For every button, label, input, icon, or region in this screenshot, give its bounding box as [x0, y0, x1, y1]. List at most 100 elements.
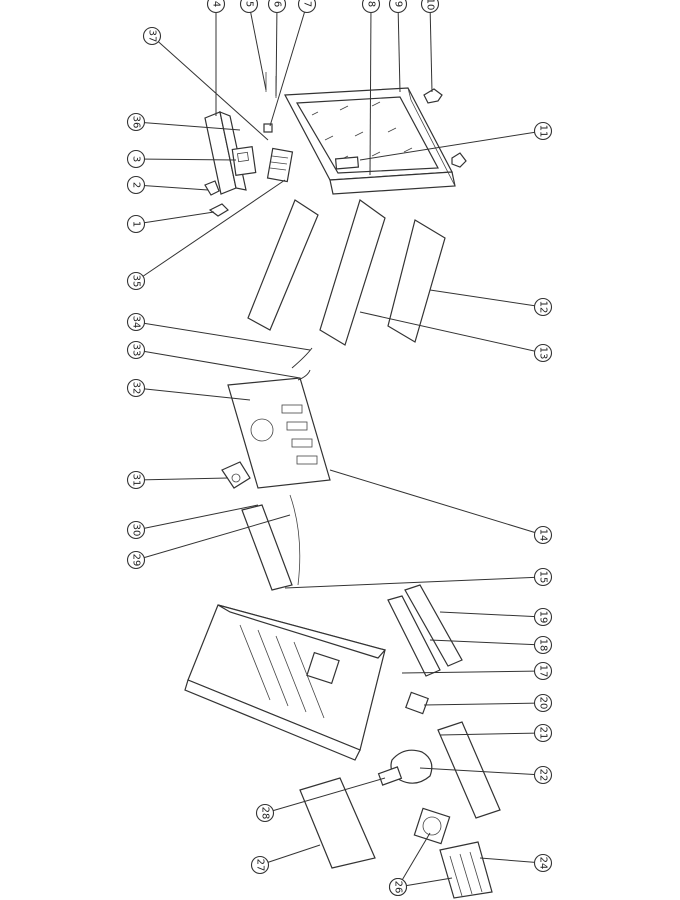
callout-circle-24 [533, 853, 553, 873]
callout-8: 8 [361, 0, 381, 14]
callout-13: 13 [533, 343, 553, 363]
door-hinge-top [423, 88, 443, 104]
leader-line-8 [369, 3, 372, 176]
wire-shelf-1 [247, 199, 319, 331]
callout-3: 3 [126, 149, 146, 169]
callout-5: 5 [239, 0, 259, 14]
callout-circle-34 [126, 312, 146, 332]
callout-36: 36 [126, 112, 146, 132]
callout-1: 1 [126, 214, 146, 234]
callout-circle-9 [388, 0, 408, 14]
callout-circle-32 [126, 378, 146, 398]
callout-label-3: 3 [131, 156, 142, 162]
callout-label-9: 9 [393, 1, 404, 7]
callout-label-7: 7 [302, 1, 313, 7]
door-hinge-bottom [451, 152, 467, 168]
callout-30: 30 [126, 520, 146, 540]
callout-circle-36 [126, 112, 146, 132]
callout-label-10: 10 [425, 0, 436, 10]
callout-31: 31 [126, 470, 146, 490]
leader-line-25 [397, 832, 431, 888]
leader-line-37 [151, 35, 269, 141]
callout-label-33: 33 [131, 344, 142, 357]
callout-circle-12 [533, 297, 553, 317]
fan-bracket [221, 461, 251, 489]
callout-label-14: 14 [538, 529, 549, 542]
base-plate-rails [387, 584, 463, 677]
callout-circle-11 [533, 121, 553, 141]
callout-label-31: 31 [131, 474, 142, 487]
callout-label-18: 18 [538, 639, 549, 652]
condenser-fan [413, 807, 451, 845]
drain-pipe [291, 347, 313, 381]
callout-37: 37 [142, 26, 162, 46]
leader-line-24 [479, 857, 544, 864]
callout-label-29: 29 [131, 554, 142, 567]
leader-line-3 [135, 158, 237, 161]
callout-35: 35 [126, 271, 146, 291]
callout-22: 22 [533, 765, 553, 785]
callout-label-11: 11 [538, 125, 549, 138]
leader-line-10 [429, 3, 433, 93]
leader-line-32 [135, 387, 251, 401]
leader-line-19 [439, 611, 544, 618]
callout-18: 18 [533, 635, 553, 655]
leader-line-21 [439, 732, 544, 736]
wire-shelf-3 [387, 219, 446, 343]
callout-label-15: 15 [538, 571, 549, 584]
callout-label-4: 4 [211, 1, 222, 7]
callout-label-1: 1 [131, 221, 142, 227]
callout-label-22: 22 [538, 769, 549, 782]
hinge-bracket-1 [208, 203, 229, 217]
callout-7: 7 [297, 0, 317, 14]
callout-label-21: 21 [538, 727, 549, 740]
evaporator-coil [241, 494, 301, 591]
leader-line-27 [259, 844, 321, 866]
part-callouts: 1234567891011121314151718192021222425262… [126, 0, 553, 897]
callout-label-28: 28 [260, 807, 271, 820]
compressor-clip [377, 766, 403, 786]
callout-34: 34 [126, 312, 146, 332]
leader-line-35 [135, 179, 286, 282]
callout-label-36: 36 [131, 116, 142, 129]
callout-circle-29 [126, 550, 146, 570]
callout-circle-27 [250, 855, 270, 875]
door-glass-panel [311, 101, 413, 170]
callout-26: 26 [388, 877, 408, 897]
callout-11: 11 [533, 121, 553, 141]
callout-label-6: 6 [272, 1, 283, 7]
callout-circle-7 [297, 0, 317, 14]
cabinet-body [184, 604, 387, 761]
callout-21: 21 [533, 723, 553, 743]
leader-line-22 [419, 767, 544, 776]
callout-label-2: 2 [131, 182, 142, 188]
callout-circle-20 [533, 693, 553, 713]
callout-29: 29 [126, 550, 146, 570]
callout-label-8: 8 [366, 1, 377, 7]
callout-circle-30 [126, 520, 146, 540]
leader-line-17 [401, 670, 544, 674]
callout-label-30: 30 [131, 524, 142, 537]
rear-grille [299, 777, 376, 869]
callout-label-35: 35 [131, 275, 142, 288]
callout-4: 4 [206, 0, 226, 14]
callout-14: 14 [533, 525, 553, 545]
back-panel [227, 377, 331, 489]
condenser [439, 841, 493, 899]
callout-28: 28 [255, 803, 275, 823]
leader-lines [135, 3, 544, 888]
callout-circle-14 [533, 525, 553, 545]
leader-line-13 [359, 311, 544, 354]
callout-circle-33 [126, 340, 146, 360]
callout-19: 19 [533, 607, 553, 627]
leader-line-9 [397, 3, 401, 93]
callout-24: 24 [533, 853, 553, 873]
leader-line-5 [248, 3, 267, 91]
callout-label-32: 32 [131, 382, 142, 395]
light-switch [263, 123, 273, 133]
callout-33: 33 [126, 340, 146, 360]
wire-shelf-2 [319, 199, 386, 346]
leader-line-34 [135, 321, 311, 351]
